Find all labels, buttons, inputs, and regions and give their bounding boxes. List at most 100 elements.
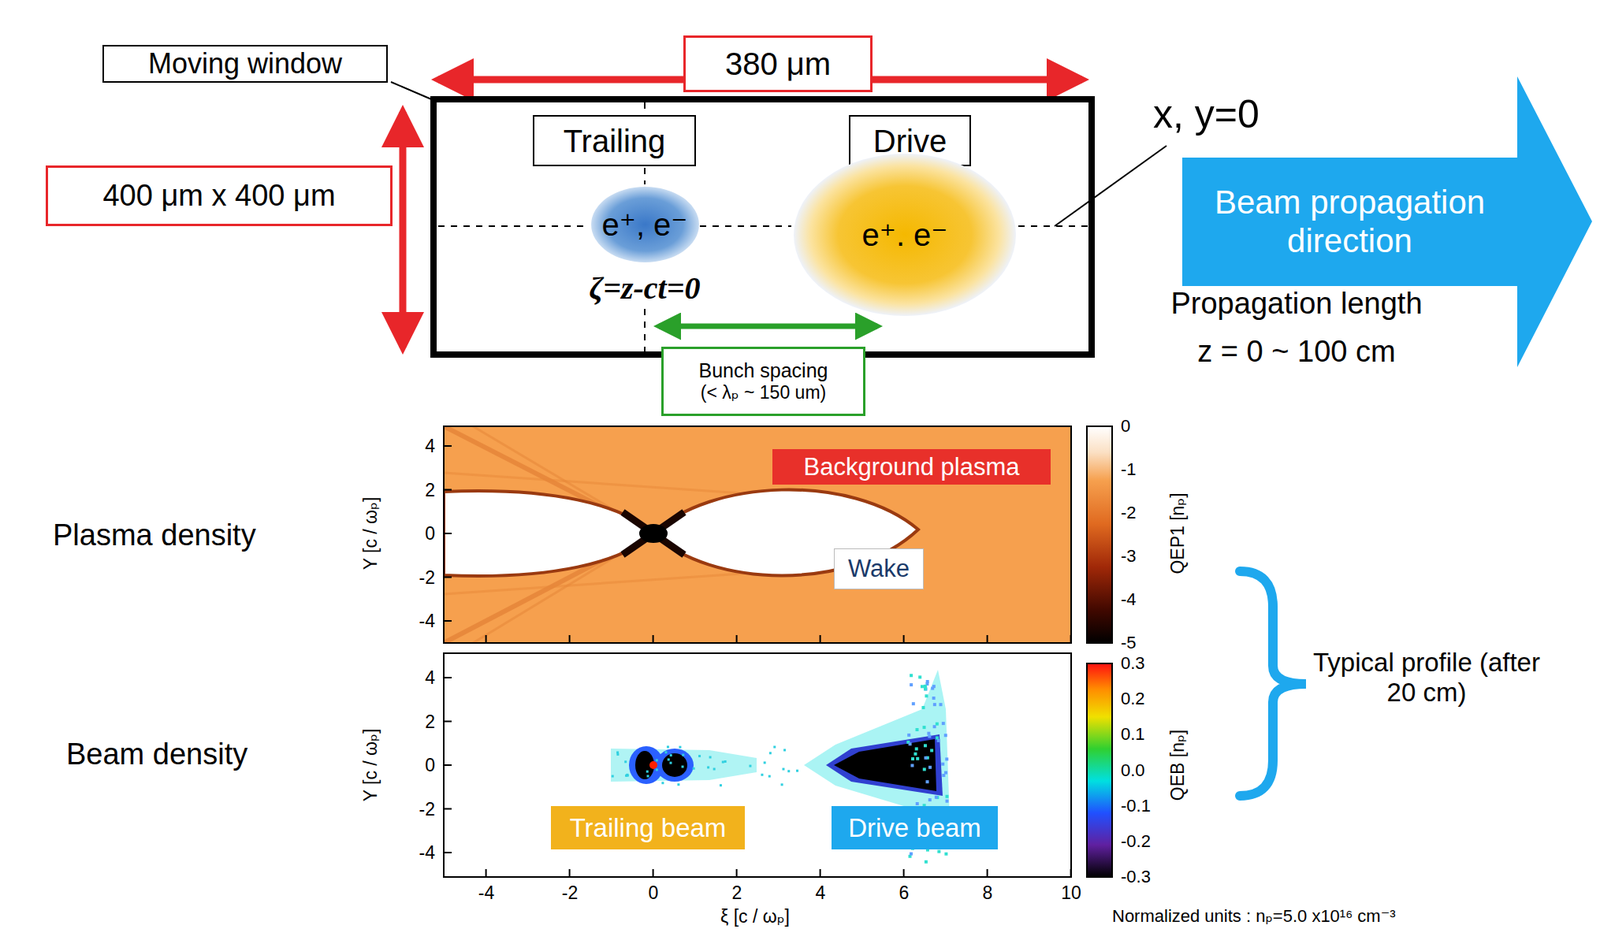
moving-window-label: Moving window [102, 44, 388, 83]
particle-dot [724, 760, 727, 763]
tick-label: 0 [424, 523, 436, 544]
plot-frame [443, 426, 1072, 644]
tick-label: -0.2 [1120, 831, 1151, 852]
colorbar [1086, 426, 1113, 644]
beam-halo [655, 748, 694, 782]
axis-title: Y [c / ωₚ] [360, 729, 381, 803]
leader-line [1054, 145, 1167, 227]
height-arrow [399, 111, 407, 348]
particle-dot [944, 733, 948, 737]
plot-tag: Wake [833, 548, 924, 590]
particle-dot [611, 775, 614, 778]
tick-label: 6 [899, 882, 910, 904]
tick-label: -5 [1120, 632, 1137, 653]
particle-dot [937, 739, 941, 743]
particle-dot [669, 762, 672, 765]
tick-label: -0.1 [1120, 796, 1151, 816]
particle-dot [796, 770, 799, 773]
node-text: Background plasma [803, 453, 1020, 482]
axis-title: Y [c / ωₚ] [360, 497, 381, 571]
particle-dot [681, 754, 685, 757]
tick-label: 10 [1060, 882, 1082, 904]
tick-label: 4 [815, 882, 827, 904]
propagation-note: z = 0 ~ 100 cm [1197, 334, 1396, 370]
node-text: e⁺, e⁻ [602, 206, 689, 243]
tick [903, 635, 905, 644]
tick-label: 0 [648, 882, 659, 904]
tick [1070, 635, 1072, 644]
particle-dot [769, 751, 772, 755]
axis-dashed [699, 225, 792, 227]
tick [736, 869, 738, 878]
particle-dot [927, 735, 931, 739]
drive-bunch: e⁺. e⁻ [792, 152, 1017, 317]
particle-dot [760, 773, 763, 777]
plot-tag: Drive beam [831, 806, 998, 850]
particle-dot [944, 852, 948, 856]
tick [819, 635, 822, 644]
tick [652, 869, 655, 878]
node-text: 380 μm [725, 45, 831, 82]
tick-label: 4 [424, 435, 436, 457]
particle-dot [666, 745, 670, 748]
particle-dot [935, 722, 939, 726]
tick [443, 852, 452, 854]
tick-marks [443, 446, 1072, 878]
particle-dot [934, 796, 938, 800]
particle-dot [781, 783, 784, 786]
colorbar-title: QEB [nₚ] [1167, 729, 1188, 801]
particle-dot [681, 766, 685, 769]
particle-dot [924, 860, 928, 864]
row-title: Plasma density [52, 518, 257, 554]
particle-dot [945, 757, 949, 761]
colorbar-title: QEP1 [nₚ] [1167, 492, 1188, 574]
coordinate-label: ζ=z-ct=0 [589, 270, 701, 307]
particle-dot [915, 802, 920, 806]
tick [443, 764, 452, 767]
bunch-ellipse [793, 153, 1016, 317]
axis-dashed [643, 167, 646, 185]
particle-dot [706, 766, 710, 769]
tick-label: -2 [561, 882, 578, 904]
particle-dot [928, 798, 932, 802]
node-text: Drive [873, 122, 947, 160]
plot-frame [443, 653, 1072, 878]
tick-label: 4 [424, 667, 436, 689]
tick-label: 0.3 [1120, 653, 1146, 674]
particle-dot [926, 732, 931, 736]
particle-dot [933, 725, 937, 729]
particle-dot [941, 773, 946, 778]
tick [443, 532, 452, 535]
particle-dot [923, 687, 927, 691]
particle-dot [944, 771, 948, 775]
tick-label: -4 [478, 882, 495, 904]
particle-dot [930, 748, 934, 752]
tick [443, 808, 452, 811]
particle-dot [910, 764, 914, 768]
row-title: Beam density [66, 737, 248, 773]
tick-label: 0.0 [1120, 760, 1146, 781]
trailing-bunch [662, 753, 688, 778]
particle-dot [616, 753, 619, 756]
tick [569, 635, 571, 644]
axis-note: x, y=0 [1153, 92, 1260, 138]
tick [443, 576, 452, 579]
plasma-streak [443, 426, 654, 644]
particle-dot [698, 755, 701, 758]
beam-background [443, 653, 1072, 878]
particle-dot [625, 773, 629, 777]
tick [443, 677, 452, 679]
particle-dot [928, 766, 932, 770]
particle-dot [915, 728, 920, 732]
tick-label: 0 [424, 755, 436, 776]
axis-dashed [438, 225, 590, 227]
particle-dot [787, 770, 790, 773]
particle-dot [924, 688, 928, 692]
particle-dot [921, 706, 925, 710]
particle-dot [721, 761, 725, 764]
spacing-box: Bunch spacing(< λₚ ~ 150 um) [661, 346, 866, 417]
tick [986, 869, 989, 878]
node-text: e⁺. e⁻ [862, 216, 949, 254]
particle-dot [783, 748, 786, 752]
tick-label: 8 [982, 882, 994, 904]
